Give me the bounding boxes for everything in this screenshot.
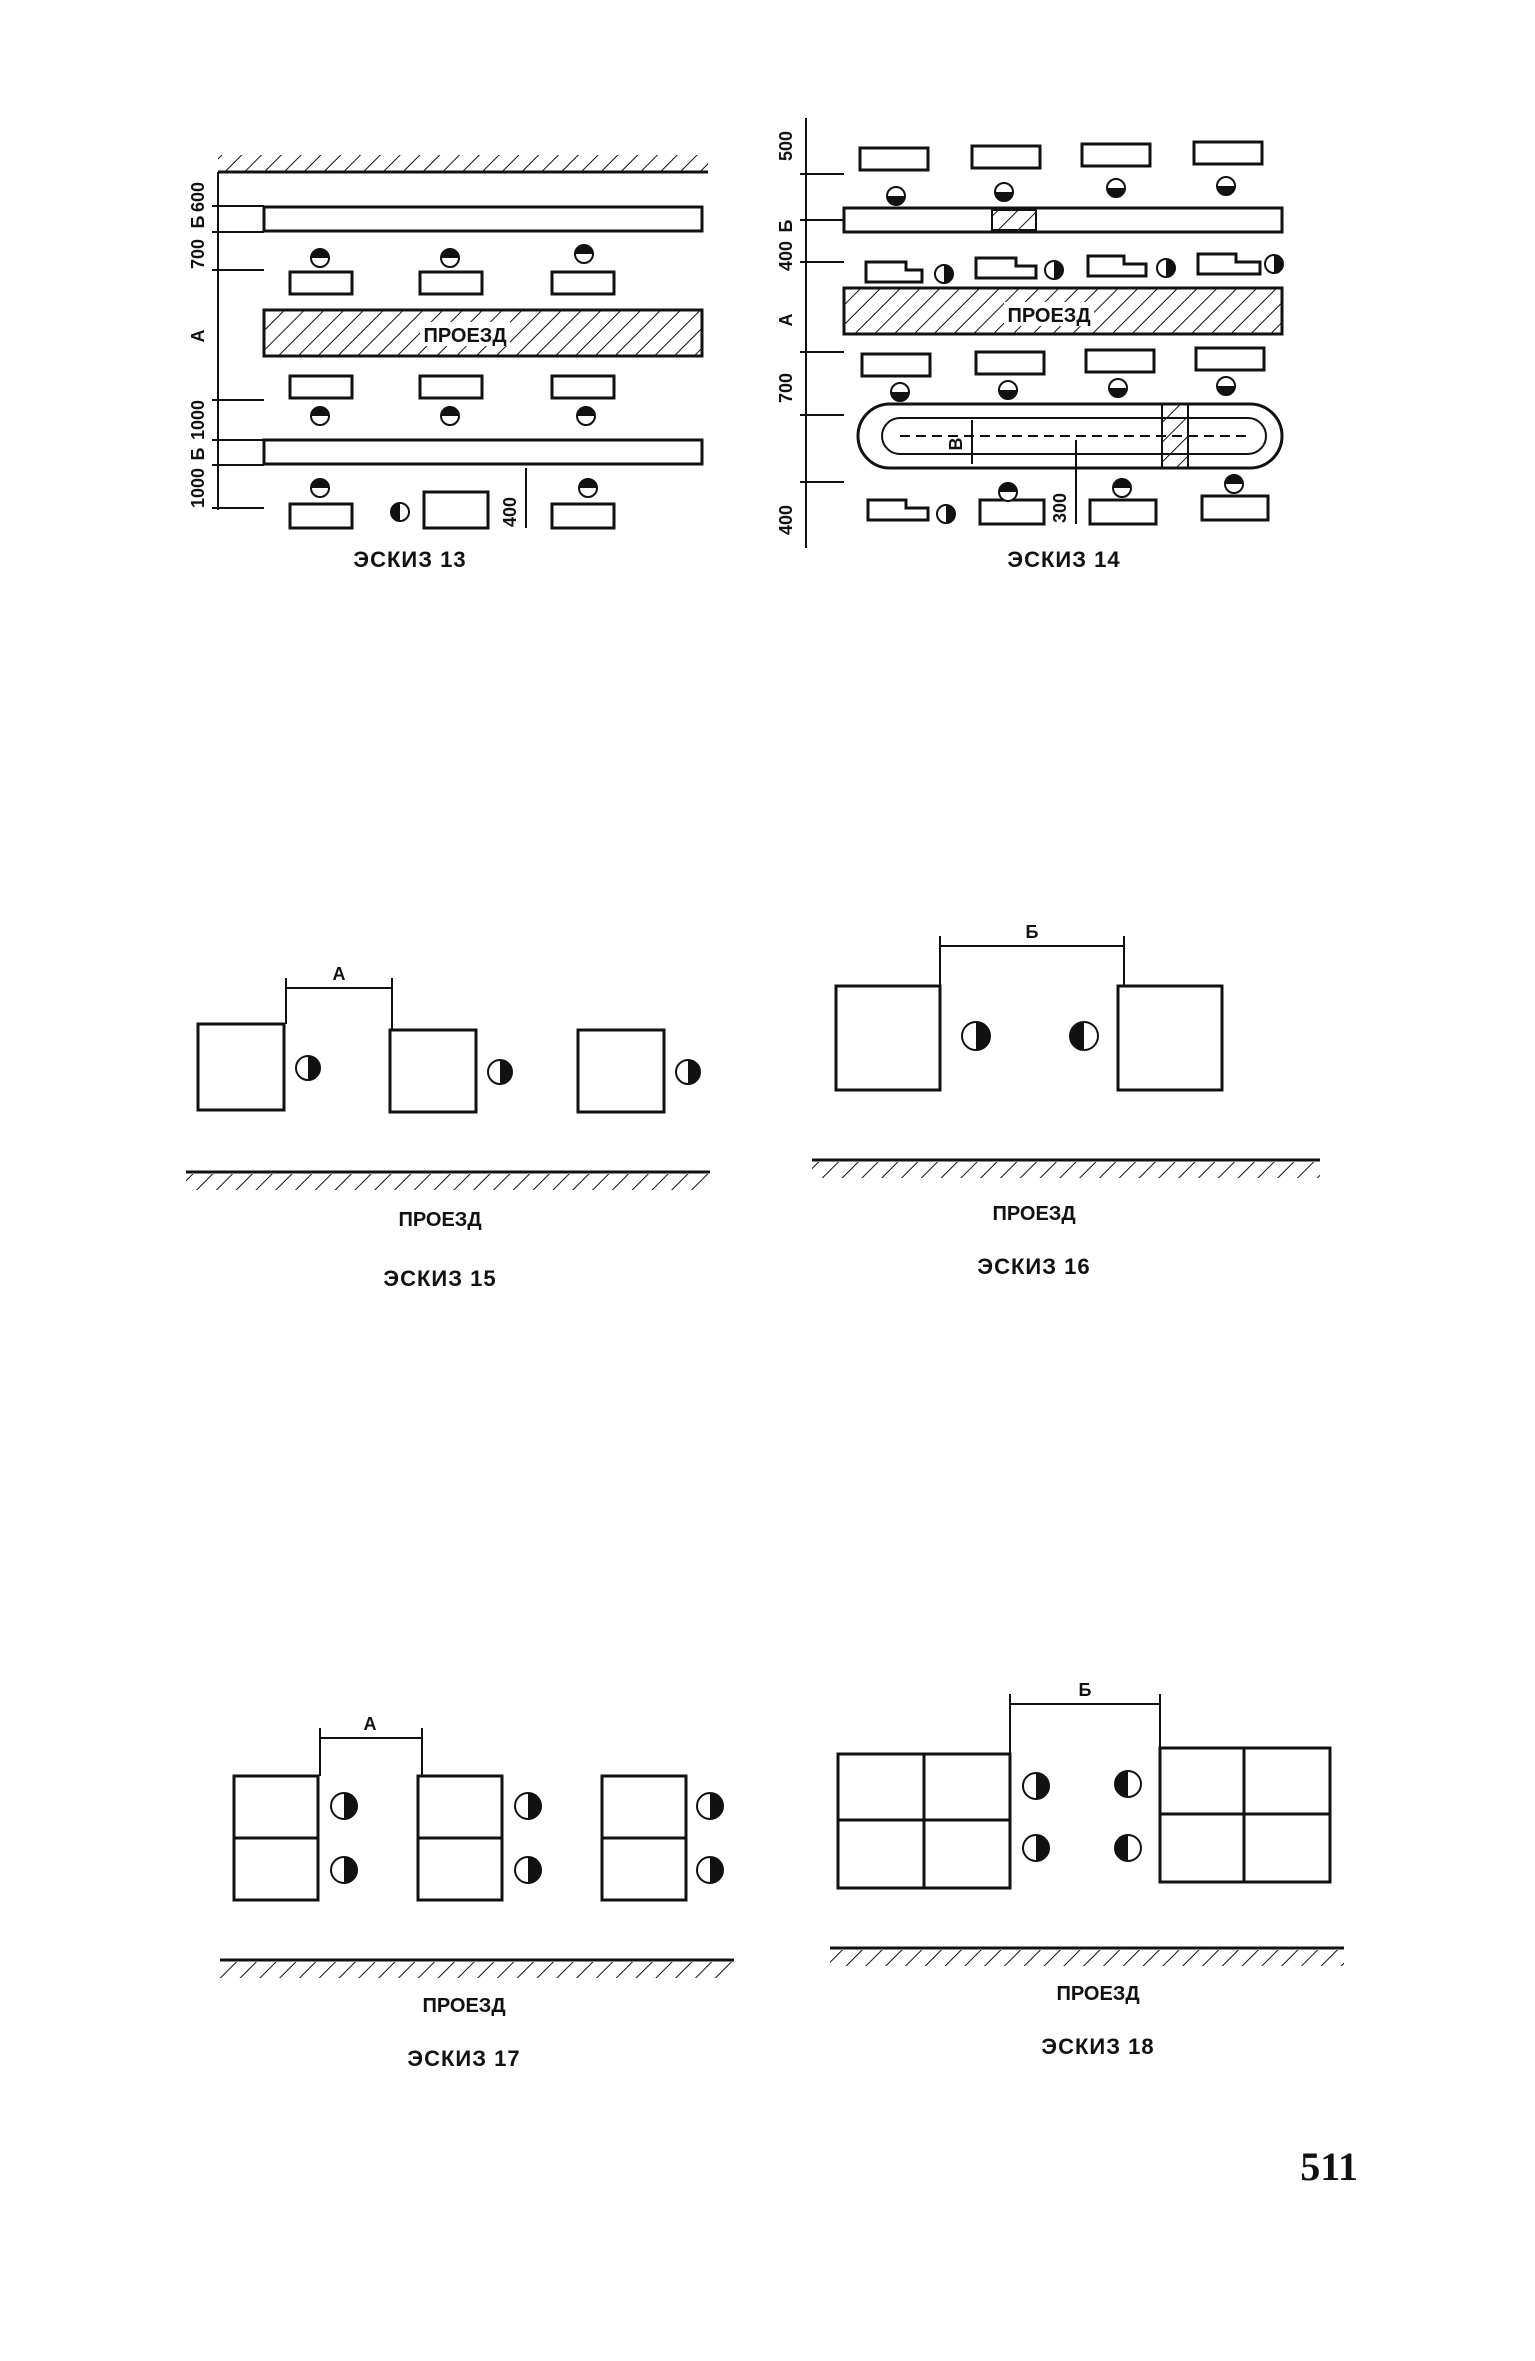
machine [550,270,616,296]
dim-300: 300 [1050,493,1070,523]
machine [1084,348,1156,374]
machine [576,1028,666,1114]
dim-a: А [776,314,796,327]
sketch-15: А ПРОЕЗД ЭСКИЗ 15 [186,964,710,1291]
drive-label-bg [1004,302,1094,326]
caption-18: ЭСКИЗ 18 [1041,2034,1154,2059]
sketch-18: Б ПРОЕЗД ЭСКИЗ 18 [830,1680,1344,2059]
sketch-16: Б ПРОЕЗД ЭСКИЗ 16 [812,922,1320,1279]
dim-a: А [188,330,208,343]
drive-area [262,308,704,358]
caption-15: ЭСКИЗ 15 [383,1266,496,1291]
machine [1116,984,1224,1092]
machine [834,984,942,1092]
machine-group-right [1158,1746,1332,1884]
wall-hatch [830,1950,1344,1966]
machine-pair [600,1774,688,1902]
dim-v: В [946,438,966,451]
caption-13: ЭСКИЗ 13 [353,547,466,572]
bench-strip [262,205,704,233]
page-number: 511 [1300,2144,1358,2189]
dim-b: Б [1026,922,1039,942]
dim-b: Б [1079,1680,1092,1700]
drive-label: ПРОЕЗД [423,325,506,347]
dim-600: 600 [188,182,208,212]
drive-label-bg [420,322,510,346]
operator-icons [886,176,1284,524]
operator-icons [1022,1770,1142,1862]
machine [418,270,484,296]
machine [388,1028,478,1114]
dim-b2: Б [188,447,208,460]
wall-hatch [220,1962,734,1978]
machine [288,502,354,530]
bench-strip [842,206,1284,234]
operator-icons [961,1021,1099,1051]
sketch-13: 600 Б 700 А 1000 Б 1000 ПРОЕЗД 400 [188,155,708,572]
dim-ticks [800,173,844,483]
machine [858,146,930,172]
machine [1194,346,1266,372]
machine [1200,494,1270,522]
operator-icons [295,1055,701,1085]
drive-label: ПРОЕЗД [398,1209,481,1231]
machine [1088,498,1158,526]
l-machines [864,252,1262,284]
machine [1192,140,1264,166]
machine [978,498,1046,526]
machine [196,1022,286,1112]
caption-14: ЭСКИЗ 14 [1007,547,1120,572]
dim-a: А [364,1714,377,1734]
drive-label: ПРОЕЗД [1007,305,1090,327]
caption-16: ЭСКИЗ 16 [977,1254,1090,1279]
machine [422,490,490,530]
drive-label: ПРОЕЗД [1056,1983,1139,2005]
machine-pair [416,1774,504,1902]
machine-pair [232,1774,320,1902]
drive-label: ПРОЕЗД [992,1203,1075,1225]
caption-17: ЭСКИЗ 17 [407,2046,520,2071]
machine [860,352,932,378]
dim-500: 500 [776,131,796,161]
machine [550,374,616,400]
dim-700: 700 [188,239,208,269]
bench-hatched-section [991,209,1037,231]
dim-b1: Б [188,215,208,228]
machine [288,270,354,296]
wall-hatch [186,1174,710,1190]
conveyor-hatched-section [1161,403,1189,469]
drive-label: ПРОЕЗД [422,1995,505,2017]
dim-400a: 400 [776,241,796,271]
operator-icons [310,244,598,522]
bench-strip [262,438,704,466]
dim-400: 400 [500,497,520,527]
dim-a: А [333,964,346,984]
machine [418,374,484,400]
machine [866,498,930,522]
machine [288,374,354,400]
dim-700: 700 [776,373,796,403]
conveyor-inner [881,417,1267,455]
machine [970,144,1042,170]
operator-icons [330,1792,724,1884]
wall-hatch [812,1162,1320,1178]
sketch-14: 500 Б 400 А 700 400 ПРОЕЗД [776,118,1284,572]
machine [550,502,616,530]
sketch-17: А ПРОЕЗД ЭСКИЗ 17 [220,1714,734,2071]
dim-1000a: 1000 [188,400,208,440]
dim-400b: 400 [776,505,796,535]
machine [974,350,1046,376]
dim-ticks [212,205,264,509]
machine [1080,142,1152,168]
dim-1000b: 1000 [188,468,208,508]
dim-b: Б [776,219,796,232]
wall-hatch [218,155,708,171]
machine-group-left [836,1752,1012,1890]
